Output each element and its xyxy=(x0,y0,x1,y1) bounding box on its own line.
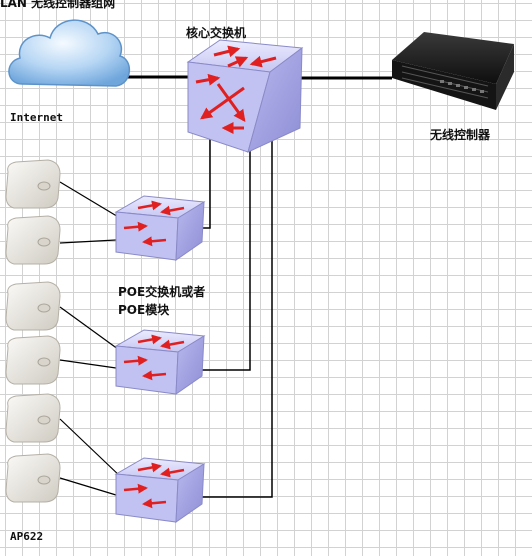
link-ap1 xyxy=(59,181,121,219)
cut-off-title: LAN 无线控制器组网 xyxy=(0,0,116,10)
link-ap6 xyxy=(59,477,117,496)
core-switch-icon xyxy=(186,39,304,153)
poe-switch-1-icon xyxy=(114,195,206,261)
poe-switch-label-line1: POE交换机或者 xyxy=(118,285,206,299)
access-point-1-icon xyxy=(5,159,61,209)
wireless-controller-label: 无线控制器 xyxy=(430,128,491,142)
access-point-3-icon xyxy=(5,281,61,331)
access-point-6-icon xyxy=(5,453,61,503)
poe-switch-3-icon xyxy=(114,457,206,523)
link-ap2 xyxy=(59,239,117,244)
ap-model-label: AP622 xyxy=(10,530,44,543)
internet-cloud-icon xyxy=(8,19,130,87)
access-point-2-icon xyxy=(5,215,61,265)
wireless-controller-icon xyxy=(392,32,514,110)
internet-label: Internet xyxy=(10,111,63,124)
poe-switch-label-line2: POE模块 xyxy=(118,303,170,317)
poe-switch-2-icon xyxy=(114,329,206,395)
access-point-5-icon xyxy=(5,393,61,443)
link-core-poe2 xyxy=(198,140,251,371)
access-point-4-icon xyxy=(5,335,61,385)
link-ap3 xyxy=(59,306,123,353)
core-switch-label: 核心交换机 xyxy=(186,26,247,40)
link-ap5 xyxy=(59,418,123,479)
link-core-poe3 xyxy=(198,140,273,498)
connection-lines xyxy=(59,75,392,498)
link-ap4 xyxy=(59,359,117,369)
